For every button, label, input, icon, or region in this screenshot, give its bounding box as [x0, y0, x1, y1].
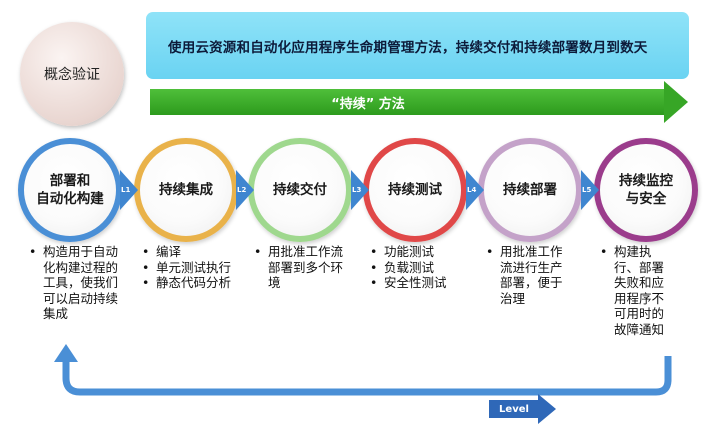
phase-desc-ci: •编译 •单元测试执行 •静态代码分析: [142, 244, 252, 291]
desc-item: •用批准工作流部署到多个环境: [254, 244, 344, 290]
level-arrow: Level: [489, 400, 539, 418]
phase-desc-deploy: •用批准工作流进行生产部署，便于治理: [486, 244, 572, 306]
step-label-l5: L5: [582, 186, 592, 194]
desc-item: •静态代码分析: [142, 275, 232, 290]
step-label-l4: L4: [467, 186, 477, 194]
method-arrow-head: [664, 81, 688, 123]
step-arrow-l2: [236, 170, 254, 210]
desc-item: •用批准工作流进行生产部署，便于治理: [486, 244, 563, 306]
phase-desc-cd: •用批准工作流部署到多个环境: [254, 244, 352, 291]
desc-item: •构造用于自动化构建过程的工具，使我们可以启动持续集成: [29, 244, 119, 321]
desc-item: •单元测试执行: [142, 259, 232, 275]
phase-circle-monitor: 持续监控 与安全: [594, 138, 698, 242]
concept-circle: 概念验证: [20, 22, 124, 126]
phase-label-build: 部署和 自动化构建: [36, 172, 104, 207]
level-label: Level: [499, 403, 529, 415]
phase-desc-ct: •功能测试 •负载测试 •安全性测试: [370, 244, 474, 291]
step-arrow-l4: [466, 170, 484, 210]
step-label-l3: L3: [352, 186, 362, 194]
desc-item: •编译: [142, 244, 182, 259]
step-arrow-l5: [581, 170, 599, 210]
method-arrow-label: “持续” 方法: [331, 96, 405, 112]
top-banner: 使用云资源和自动化应用程序生命期管理方法，持续交付和持续部署数月到数天: [146, 12, 689, 79]
step-label-l1: L1: [121, 186, 131, 194]
step-arrow-l3: [351, 170, 369, 210]
phase-label-ci: 持续集成: [159, 181, 213, 198]
phase-desc-monitor: •构建执行、部署失败和应用程序不可用时的故障通知: [600, 244, 672, 337]
step-label-l2: L2: [237, 186, 247, 194]
phase-label-ct: 持续测试: [388, 181, 442, 198]
desc-item: •负载测试: [370, 259, 435, 275]
method-arrow: “持续” 方法: [150, 89, 666, 115]
banner-text: 使用云资源和自动化应用程序生命期管理方法，持续交付和持续部署数月到数天: [168, 39, 648, 56]
step-arrow-l1: [120, 170, 138, 210]
phase-desc-build: •构造用于自动化构建过程的工具，使我们可以启动持续集成: [29, 244, 125, 322]
desc-item: •构建执行、部署失败和应用程序不可用时的故障通知: [600, 244, 665, 337]
phase-label-cd: 持续交付: [273, 181, 327, 198]
phase-circle-build: 部署和 自动化构建: [18, 138, 122, 242]
phase-label-deploy: 持续部署: [503, 181, 557, 198]
phase-label-monitor: 持续监控 与安全: [619, 172, 673, 207]
concept-label: 概念验证: [44, 67, 100, 83]
level-arrow-head: [538, 394, 556, 424]
desc-item: •安全性测试: [370, 275, 447, 290]
desc-item: •功能测试: [370, 244, 435, 259]
